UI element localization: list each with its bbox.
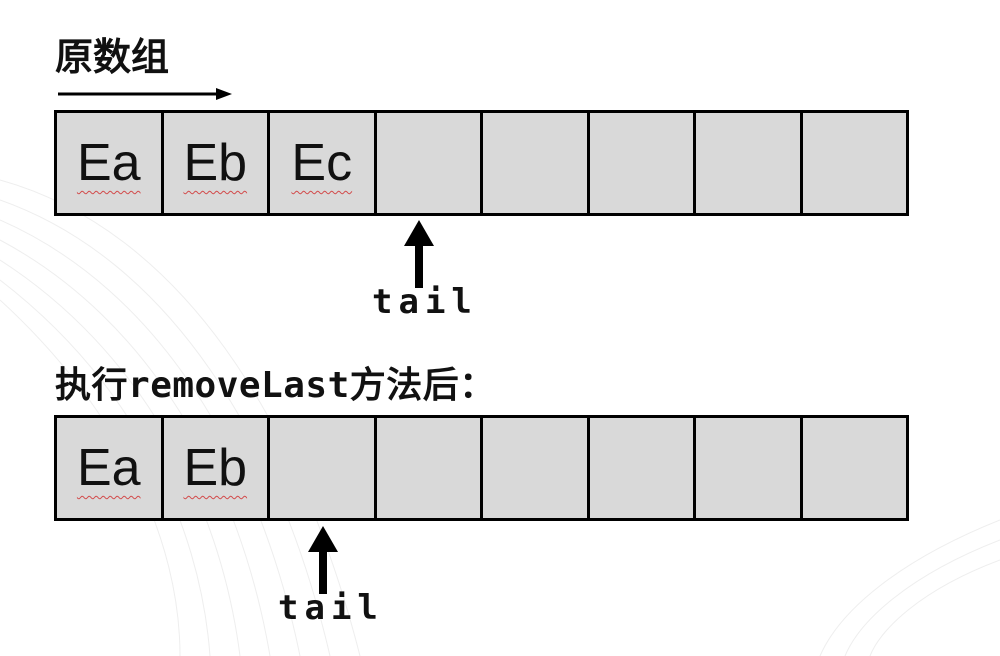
- array-cell: [270, 418, 377, 518]
- array-cell: [376, 113, 483, 213]
- direction-arrow: [58, 88, 232, 100]
- array-cell: [589, 113, 696, 213]
- array-cell: Ea: [57, 418, 164, 518]
- array-cell: Eb: [163, 113, 270, 213]
- array-cell: [376, 418, 483, 518]
- cell-value: Ea: [76, 134, 141, 192]
- title-suffix: 方法后：: [349, 365, 496, 406]
- array-cell: [696, 113, 803, 213]
- cell-value: Eb: [183, 439, 248, 497]
- after-operation-title: 执行removeLast方法后：: [55, 356, 496, 408]
- array-cell: [802, 113, 906, 213]
- tail-pointer-arrow-after: [308, 526, 338, 594]
- title-prefix: 执行: [55, 365, 129, 406]
- array-cell: Eb: [163, 418, 270, 518]
- tail-label-after: tail: [278, 588, 384, 628]
- original-array-title: 原数组: [55, 35, 170, 79]
- array-cell: Ec: [270, 113, 377, 213]
- after-array: Ea Eb: [54, 415, 909, 521]
- cell-value: Eb: [183, 134, 248, 192]
- cell-value: Ec: [291, 134, 353, 192]
- array-cell: [802, 418, 906, 518]
- tail-pointer-arrow-original: [404, 220, 434, 288]
- array-cell: [589, 418, 696, 518]
- array-cell: Ea: [57, 113, 164, 213]
- original-array: Ea Eb Ec: [54, 110, 909, 216]
- method-name: removeLast: [128, 365, 350, 406]
- array-cell: [483, 418, 590, 518]
- tail-label-original: tail: [372, 282, 478, 322]
- cell-value: Ea: [76, 439, 141, 497]
- array-cell: [696, 418, 803, 518]
- array-cell: [483, 113, 590, 213]
